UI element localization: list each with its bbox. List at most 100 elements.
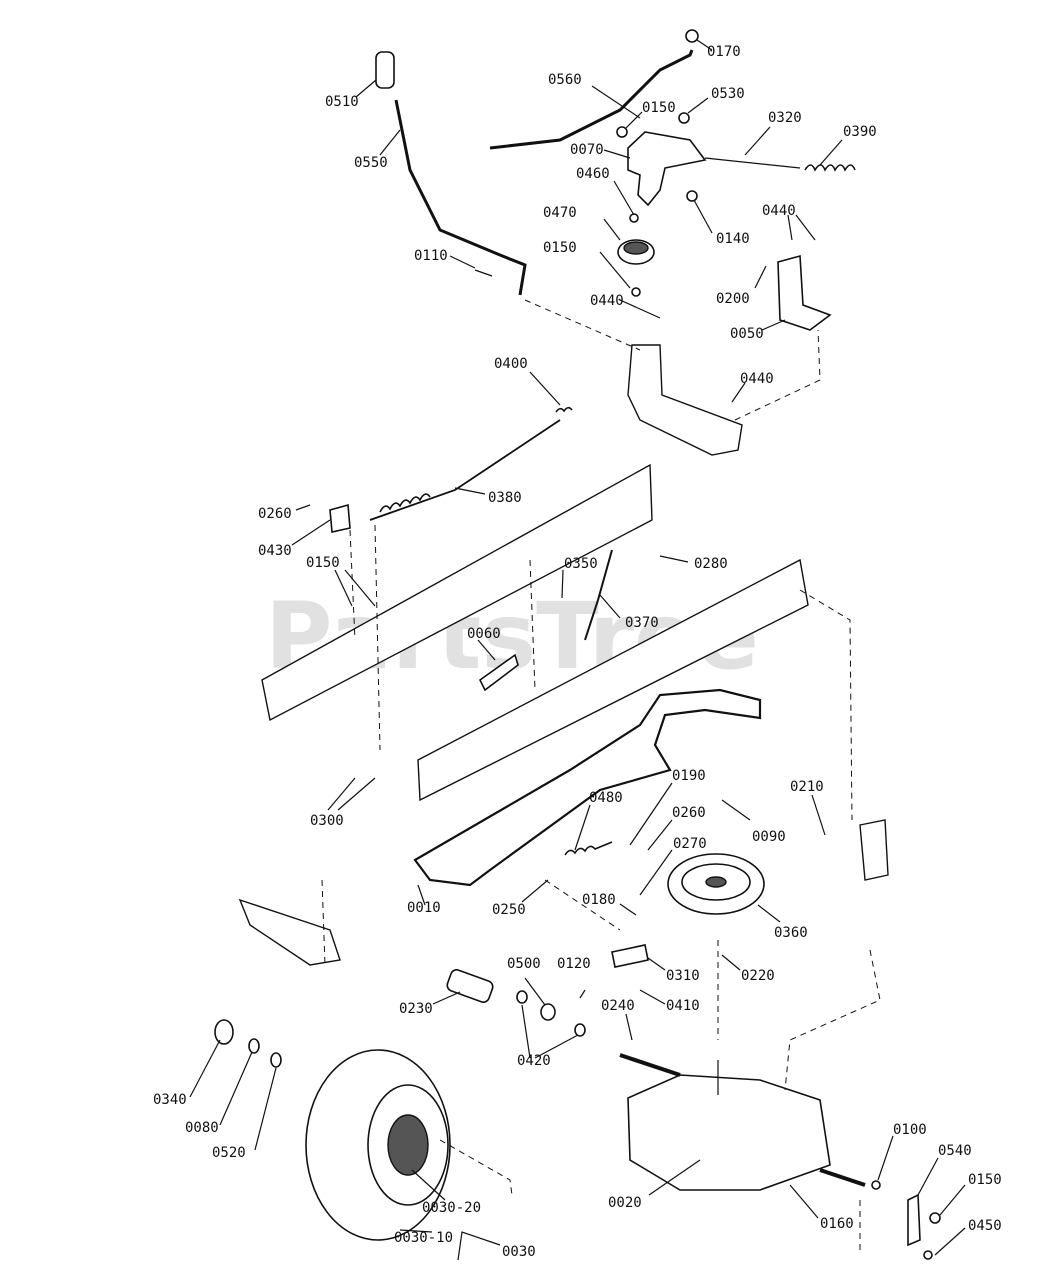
part-0110-pin[interactable] — [474, 269, 493, 277]
label-0150-b[interactable]: 0150 — [543, 240, 577, 256]
label-0240[interactable]: 0240 — [601, 998, 635, 1014]
part-0370-rod[interactable] — [584, 549, 613, 641]
assembly-line-4 — [349, 529, 356, 641]
label-0390[interactable]: 0390 — [843, 124, 877, 140]
label-0440-a[interactable]: 0440 — [762, 203, 796, 219]
label-0380[interactable]: 0380 — [488, 490, 522, 506]
label-0370[interactable]: 0370 — [625, 615, 659, 631]
label-0350[interactable]: 0350 — [564, 556, 598, 572]
label-0200[interactable]: 0200 — [716, 291, 750, 307]
label-0500[interactable]: 0500 — [507, 956, 541, 972]
label-0560[interactable]: 0560 — [548, 72, 582, 88]
label-0230[interactable]: 0230 — [399, 1001, 433, 1017]
label-0010[interactable]: 0010 — [407, 900, 441, 916]
part-0070-bracket[interactable] — [627, 131, 707, 207]
label-0310[interactable]: 0310 — [666, 968, 700, 984]
part-0500-bushing[interactable] — [540, 1003, 556, 1021]
part-0080-clip[interactable] — [248, 1038, 260, 1054]
label-0410[interactable]: 0410 — [666, 998, 700, 1014]
label-0100[interactable]: 0100 — [893, 1122, 927, 1138]
label-0220[interactable]: 0220 — [741, 968, 775, 984]
part-0010-belt[interactable] — [413, 688, 762, 887]
part-0530-bolt[interactable] — [678, 112, 690, 124]
label-0110[interactable]: 0110 — [414, 248, 448, 264]
label-0530[interactable]: 0530 — [711, 86, 745, 102]
label-0170[interactable]: 0170 — [707, 44, 741, 60]
part-0400-spring[interactable] — [555, 406, 573, 413]
label-0440-b[interactable]: 0440 — [590, 293, 624, 309]
label-0510[interactable]: 0510 — [325, 94, 359, 110]
part-0430-bracket[interactable] — [329, 503, 351, 533]
label-0340[interactable]: 0340 — [153, 1092, 187, 1108]
part-0170-clip[interactable] — [685, 29, 699, 43]
label-0070[interactable]: 0070 — [570, 142, 604, 158]
label-0400[interactable]: 0400 — [494, 356, 528, 372]
label-0190[interactable]: 0190 — [672, 768, 706, 784]
part-0480-spring[interactable] — [564, 841, 613, 856]
label-0160[interactable]: 0160 — [820, 1216, 854, 1232]
label-0480[interactable]: 0480 — [589, 790, 623, 806]
label-0420[interactable]: 0420 — [517, 1053, 551, 1069]
part-0340-cap[interactable] — [214, 1019, 234, 1045]
part-0150-washer-b[interactable] — [631, 287, 641, 297]
assembly-line-1 — [524, 299, 641, 351]
label-0450[interactable]: 0450 — [968, 1218, 1002, 1234]
label-0440-c[interactable]: 0440 — [740, 371, 774, 387]
label-0030-20[interactable]: 0030-20 — [422, 1200, 481, 1216]
label-0260-a[interactable]: 0260 — [258, 506, 292, 522]
label-0030[interactable]: 0030 — [502, 1244, 536, 1260]
label-0540[interactable]: 0540 — [938, 1143, 972, 1159]
label-0300[interactable]: 0300 — [310, 813, 344, 829]
label-0020[interactable]: 0020 — [608, 1195, 642, 1211]
part-0540-bracket[interactable] — [907, 1193, 921, 1247]
label-0140[interactable]: 0140 — [716, 231, 750, 247]
part-0230-pedal-pad[interactable] — [446, 968, 495, 1004]
part-0030-20-rim[interactable] — [387, 1114, 429, 1176]
part-0560-rod[interactable] — [489, 49, 694, 150]
label-0250[interactable]: 0250 — [492, 902, 526, 918]
label-0120[interactable]: 0120 — [557, 956, 591, 972]
label-0520[interactable]: 0520 — [212, 1145, 246, 1161]
label-0270[interactable]: 0270 — [673, 836, 707, 852]
label-0360[interactable]: 0360 — [774, 925, 808, 941]
part-0320-rod[interactable] — [704, 157, 801, 169]
part-0390-spring[interactable] — [804, 164, 856, 172]
part-0100-bolt[interactable] — [871, 1180, 881, 1190]
label-0460[interactable]: 0460 — [576, 166, 610, 182]
label-0260-b[interactable]: 0260 — [672, 805, 706, 821]
label-0060[interactable]: 0060 — [467, 626, 501, 642]
part-0060-plate[interactable] — [478, 653, 519, 692]
label-0080[interactable]: 0080 — [185, 1120, 219, 1136]
part-0150-washer-a[interactable] — [616, 126, 628, 138]
part-0420-washer-b[interactable] — [574, 1023, 586, 1037]
label-0210[interactable]: 0210 — [790, 779, 824, 795]
part-0510-grip[interactable] — [375, 51, 395, 89]
part-0550-lever[interactable] — [394, 99, 527, 296]
label-0180[interactable]: 0180 — [582, 892, 616, 908]
part-0020-transaxle[interactable] — [627, 1074, 831, 1191]
frame-rail-left — [261, 463, 653, 722]
assembly-line-5 — [799, 589, 853, 821]
label-0280[interactable]: 0280 — [694, 556, 728, 572]
part-0450-bolt[interactable] — [923, 1250, 933, 1260]
label-0050[interactable]: 0050 — [730, 326, 764, 342]
part-0460-spacer[interactable] — [629, 213, 639, 223]
part-0380-cable[interactable] — [369, 419, 561, 521]
label-0550[interactable]: 0550 — [354, 155, 388, 171]
part-0140-nut[interactable] — [686, 190, 698, 202]
label-0150-a[interactable]: 0150 — [642, 100, 676, 116]
label-0090[interactable]: 0090 — [752, 829, 786, 845]
label-0150-d[interactable]: 0150 — [968, 1172, 1002, 1188]
label-0470[interactable]: 0470 — [543, 205, 577, 221]
label-0030-10[interactable]: 0030-10 — [394, 1230, 453, 1246]
part-0150-washer-d[interactable] — [929, 1212, 941, 1224]
part-0420-washer-a[interactable] — [516, 990, 528, 1004]
label-0150-c[interactable]: 0150 — [306, 555, 340, 571]
part-0310-bracket[interactable] — [611, 944, 649, 968]
part-0050-bracket[interactable] — [777, 254, 832, 331]
brake-linkage — [238, 898, 341, 966]
label-0320[interactable]: 0320 — [768, 110, 802, 126]
label-0430[interactable]: 0430 — [258, 543, 292, 559]
part-0520-washer[interactable] — [270, 1052, 282, 1068]
